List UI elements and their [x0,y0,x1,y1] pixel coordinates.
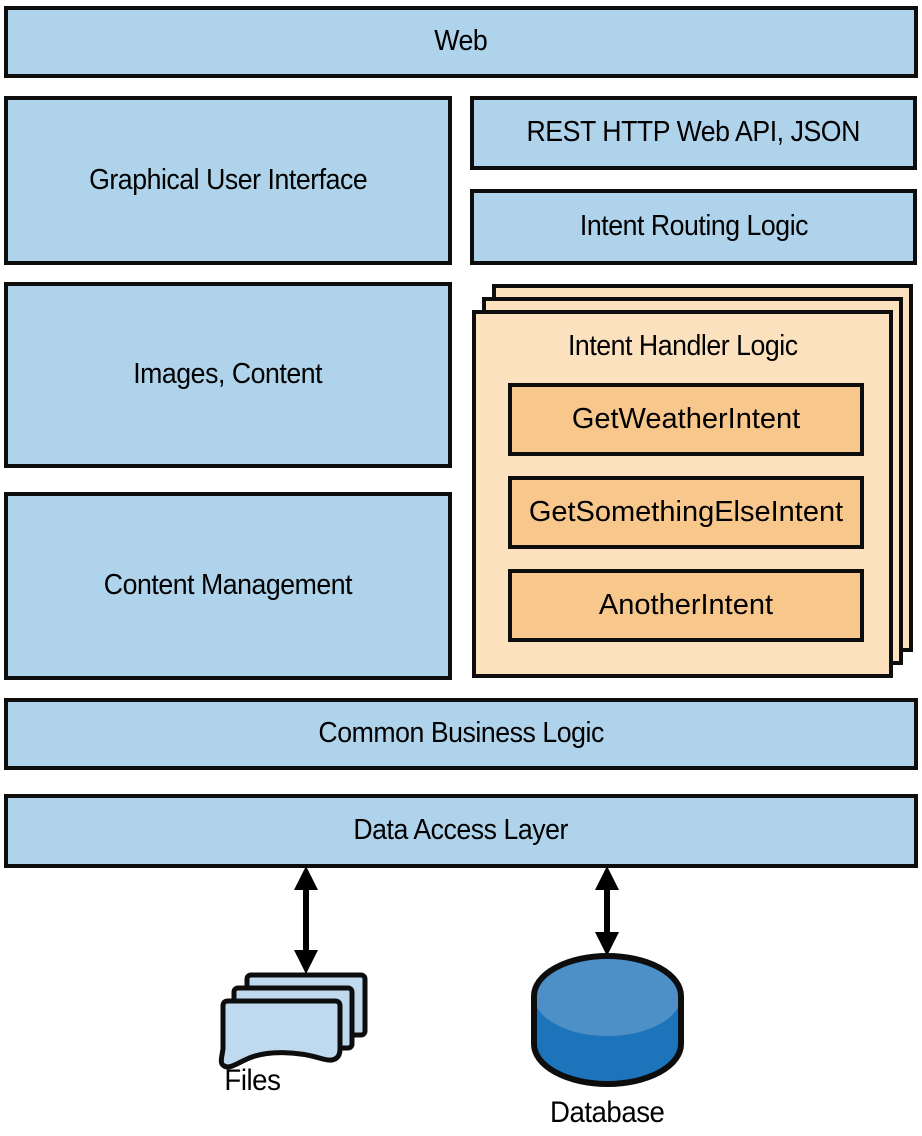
intent-handler-card-front: Intent Handler Logic GetWeatherIntent Ge… [472,310,893,678]
layer-label-content-management: Content Management [103,569,353,602]
database-double-arrow-icon [595,866,619,956]
database-icon [531,953,684,1087]
files-icon [218,972,368,1070]
layer-box-content-management: Content Management [4,492,452,680]
layer-box-data-access-layer: Data Access Layer [4,794,918,868]
files-double-arrow-icon [294,866,318,974]
layer-label-intent-routing: Intent Routing Logic [579,210,808,243]
handler-box-get-something-else-intent: GetSomethingElseIntent [508,476,864,549]
layer-label-data-access-layer: Data Access Layer [353,814,569,847]
layer-box-graphical-user-interface: Graphical User Interface [4,96,452,265]
handler-label: GetWeatherIntent [571,403,801,435]
database-label: Database [550,1096,665,1129]
layer-label-rest-api: REST HTTP Web API, JSON [526,116,861,149]
layer-label-common-business-logic: Common Business Logic [318,717,604,750]
files-label: Files [224,1064,281,1097]
handler-box-get-weather-intent: GetWeatherIntent [508,383,864,456]
layer-box-common-business-logic: Common Business Logic [4,698,918,770]
layer-box-images-content: Images, Content [4,282,452,468]
handler-label: GetSomethingElseIntent [528,496,844,528]
layer-box-rest-api: REST HTTP Web API, JSON [470,96,917,170]
handler-box-another-intent: AnotherIntent [508,569,864,642]
intent-handler-title: Intent Handler Logic [567,330,798,362]
layer-label-web: Web [434,25,488,58]
handler-label: AnotherIntent [598,589,774,621]
layer-box-intent-routing: Intent Routing Logic [470,189,917,265]
layer-label-graphical-user-interface: Graphical User Interface [88,163,368,196]
layer-box-web: Web [4,6,918,78]
layer-label-images-content: Images, Content [133,358,323,391]
